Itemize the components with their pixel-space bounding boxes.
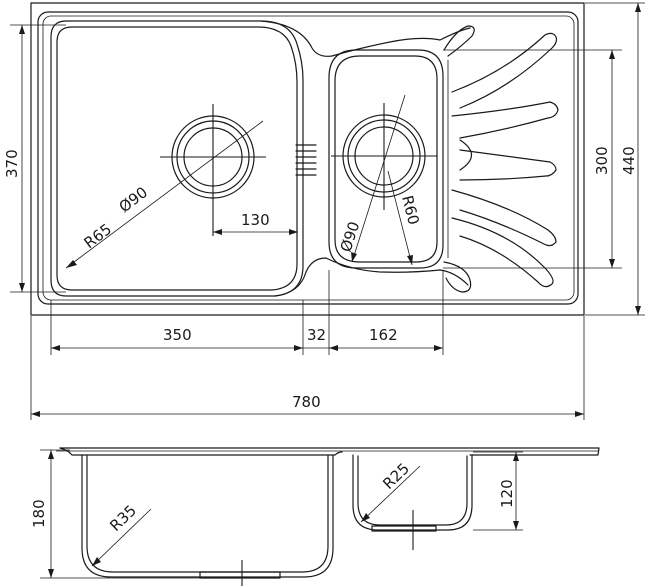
dim-small-bowl-depth: 300: [593, 146, 611, 175]
section-big-bowl: [81, 454, 334, 578]
dim-section-small-radius: R25: [379, 459, 413, 492]
sink-rim: [37, 11, 579, 305]
small-bowl: [328, 49, 444, 269]
dim-section-small-height: 120: [498, 479, 516, 508]
section-view: 180 120 R35 R25: [30, 447, 600, 586]
drainer-ribs: [443, 25, 559, 293]
dim-big-drain-diameter: Ø90: [116, 183, 152, 216]
dim-big-drain-offset: 130: [241, 211, 270, 229]
dim-big-bowl-radius: R65: [81, 220, 115, 252]
dim-big-bowl-width: 350: [163, 326, 192, 344]
dim-section-big-height: 180: [30, 499, 48, 528]
dim-overall-depth: 440: [620, 146, 638, 175]
overflow-slots: [295, 144, 317, 176]
top-dimensions: [10, 2, 645, 420]
top-view: 350 32 162 780 440 300 370 130 R65 Ø90 Ø…: [3, 2, 645, 420]
dim-section-big-radius: R35: [106, 501, 140, 534]
dim-small-bowl-width: 162: [369, 326, 398, 344]
dim-overall-width: 780: [292, 393, 321, 411]
dim-big-bowl-depth: 370: [3, 149, 21, 178]
dim-small-bowl-radius: R60: [398, 194, 423, 227]
sink-outer-frame: [30, 2, 585, 316]
big-bowl: [50, 20, 317, 297]
dim-small-drain-diameter: Ø90: [337, 219, 364, 254]
sink-rim-inner: [42, 15, 575, 301]
dim-gap: 32: [307, 326, 326, 344]
